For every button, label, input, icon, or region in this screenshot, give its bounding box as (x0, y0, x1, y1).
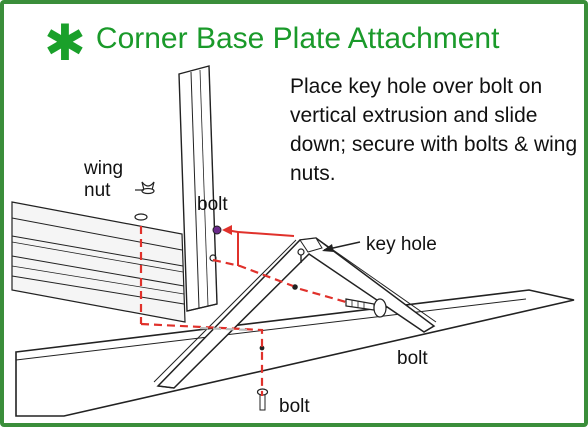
gray-hidden-line (199, 326, 251, 332)
wing-nut (141, 181, 155, 195)
label-nut: nut (84, 180, 111, 201)
panel-rails (11, 201, 186, 323)
page-title: Corner Base Plate Attachment (95, 22, 500, 55)
key-hole (297, 248, 305, 263)
label-wing: wing (84, 158, 124, 179)
base-plate-edge (15, 298, 527, 361)
loose-bolt-horizontal (345, 298, 387, 318)
vertical-extrusion (178, 65, 218, 312)
slide-arrow (222, 225, 295, 266)
bracket-hole-right (292, 284, 298, 290)
assembly-illustration (11, 65, 575, 417)
label-bolt-right: bolt (397, 348, 428, 369)
asterisk-icon: ✱ (44, 14, 86, 72)
label-key-hole: key hole (366, 234, 437, 255)
extrusion-bolt (212, 225, 222, 235)
instruction-text: Place key hole over bolt on vertical ext… (290, 75, 578, 185)
corner-bracket (153, 237, 437, 389)
title-row: ✱ Corner Base Plate Attachment (44, 16, 500, 68)
key-hole-pointer (322, 241, 361, 252)
washer (134, 213, 148, 221)
label-bolt-bottom: bolt (279, 396, 310, 417)
alignment-lines (139, 226, 347, 396)
bracket-hole-bottom (259, 345, 265, 351)
label-bolt-top: bolt (197, 194, 228, 215)
